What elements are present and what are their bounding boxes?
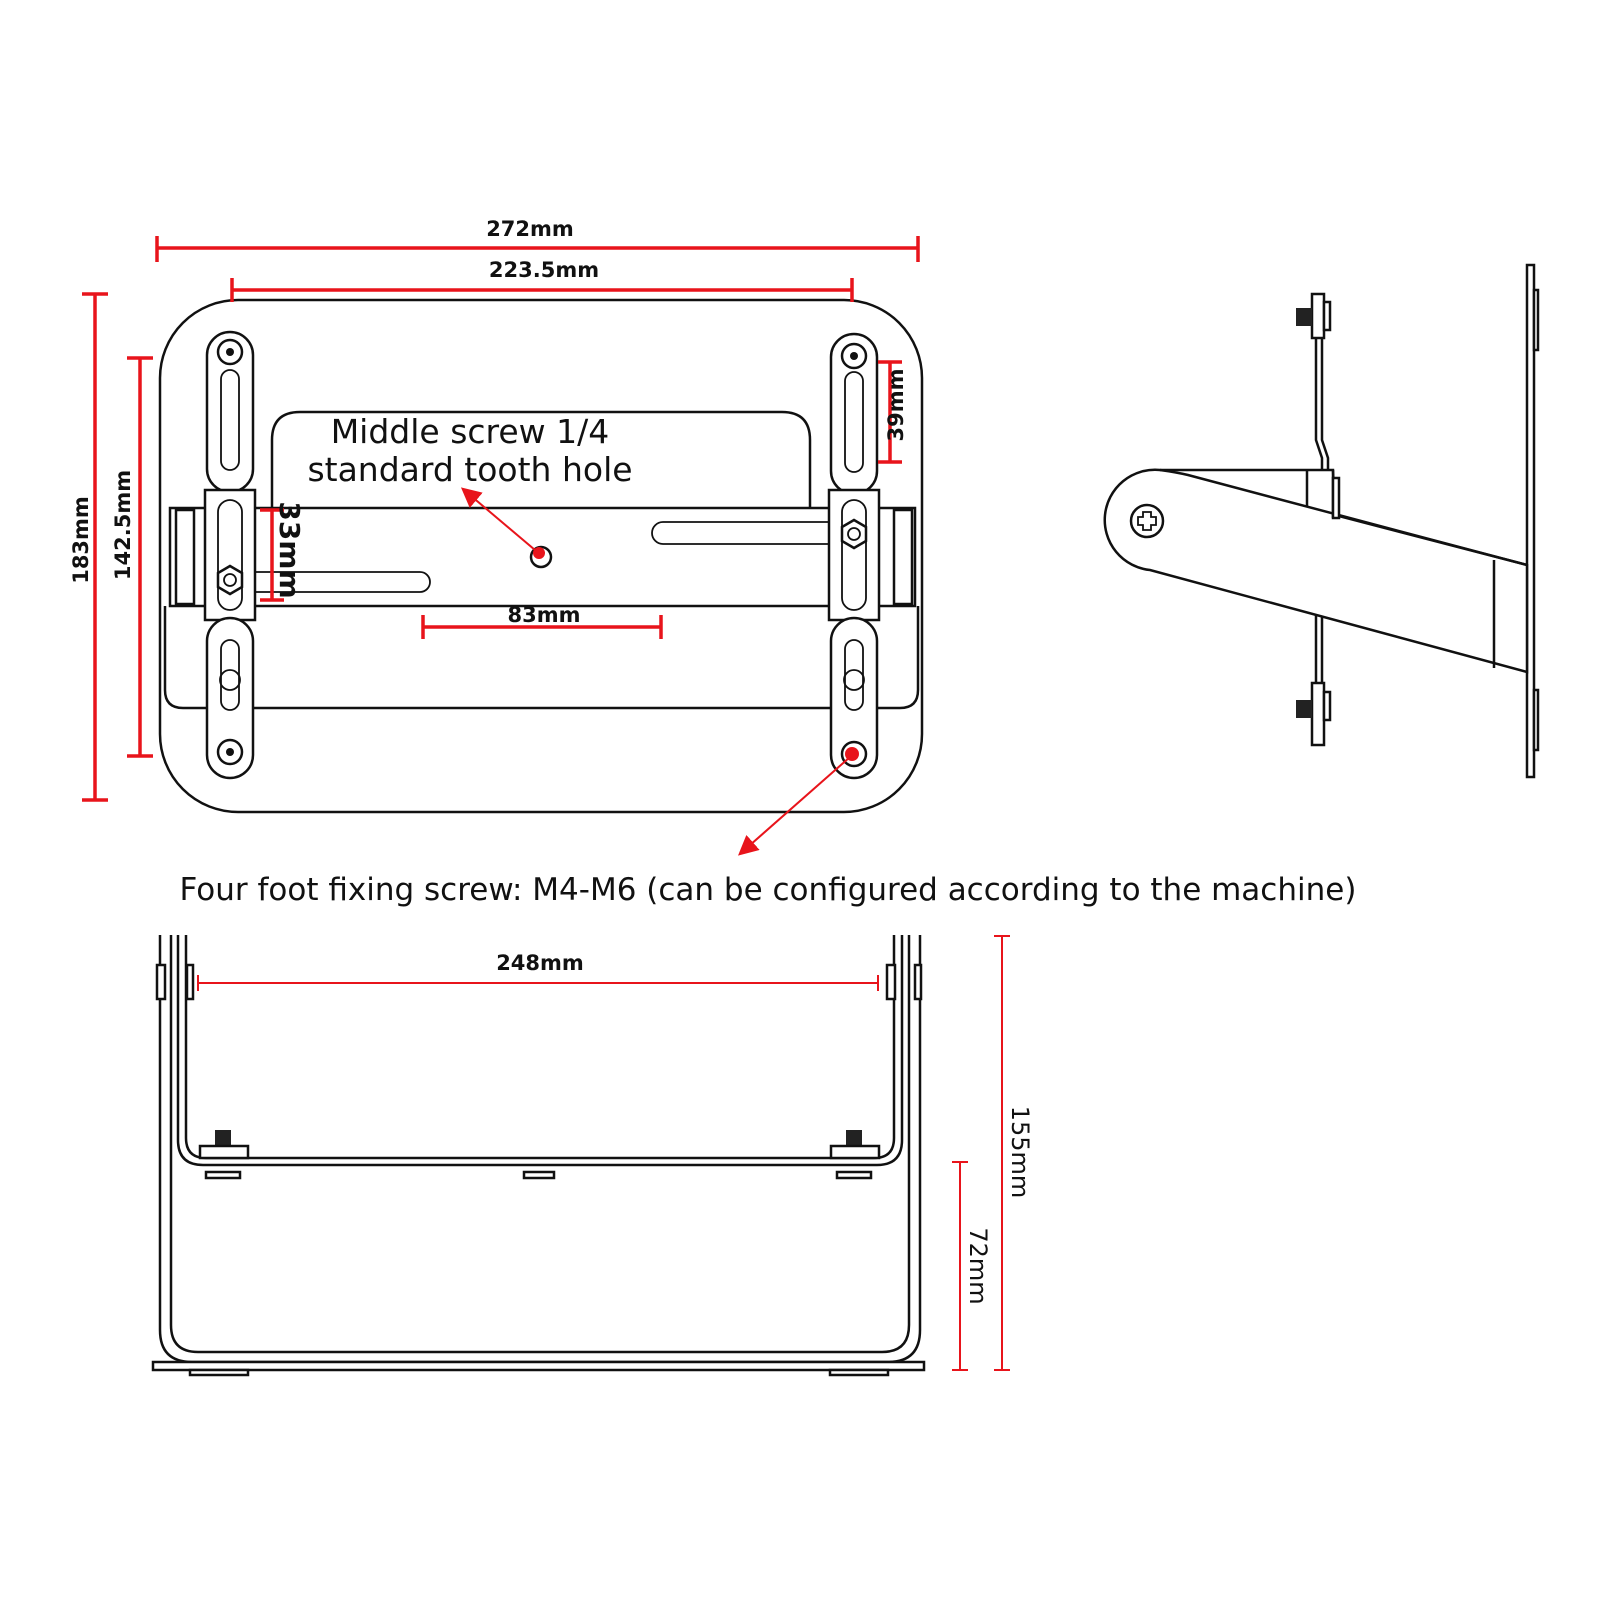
side-view (1103, 263, 1540, 779)
svg-text:272mm: 272mm (486, 217, 574, 241)
wall-plate (1525, 263, 1536, 779)
svg-text:223.5mm: 223.5mm (489, 258, 599, 282)
inner-cutout (270, 410, 812, 540)
svg-text:142.5mm: 142.5mm (111, 470, 135, 580)
svg-text:83mm: 83mm (508, 603, 581, 627)
base-plate (151, 1360, 926, 1372)
svg-text:72mm: 72mm (964, 1227, 992, 1304)
dim-183: 183mm (69, 292, 108, 802)
foot-screw-arrow (737, 756, 851, 856)
leg-left (203, 330, 257, 780)
dim-33: 33mm (260, 501, 306, 602)
screw-icon (219, 669, 241, 691)
dim-39: 39mm (878, 360, 908, 464)
dim-155: 155mm (994, 935, 1034, 1371)
middle-screw-label-2: standard tooth hole (307, 450, 632, 489)
hex-nut-icon (216, 564, 244, 596)
middle-screw-hole (529, 545, 553, 569)
side-clamp-left (174, 508, 196, 606)
phillips-screw-icon (1129, 503, 1165, 539)
dim-83: 83mm (421, 603, 663, 639)
screw-icon (843, 669, 865, 691)
foot-screw-left (198, 1130, 250, 1180)
inner-u-frame (176, 935, 904, 1167)
middle-hole-arrow (460, 487, 536, 551)
middle-screw-label-1: Middle screw 1/4 (331, 412, 610, 451)
middle-hole-marker (533, 547, 545, 559)
arm (1103, 468, 1529, 674)
svg-text:248mm: 248mm (496, 951, 584, 975)
svg-text:183mm: 183mm (69, 496, 93, 584)
dim-72: 72mm (952, 1161, 992, 1371)
svg-text:155mm: 155mm (1006, 1106, 1034, 1199)
svg-text:33mm: 33mm (273, 501, 306, 598)
leg-right (827, 332, 881, 780)
svg-text:39mm: 39mm (884, 369, 908, 442)
lower-frame (163, 606, 920, 710)
outer-u-frame (158, 935, 922, 1364)
side-clamp-right (892, 508, 914, 606)
mount-plate-outline (158, 298, 924, 814)
dim-142-5: 142.5mm (111, 356, 153, 758)
top-view: Middle screw 1/4 standard tooth hole 272… (69, 217, 924, 856)
foot-screw-right (829, 1130, 881, 1180)
hex-nut-icon (840, 518, 868, 550)
bolt-bottom (1296, 681, 1332, 747)
dim-223-5: 223.5mm (230, 258, 854, 302)
front-view: 248mm 155mm 72mm (151, 935, 1034, 1377)
foot-screw-caption: Four foot fixing screw: M4-M6 (can be co… (180, 872, 1357, 908)
bolt-top (1296, 292, 1332, 340)
dim-272: 272mm (155, 217, 920, 262)
dim-248: 248mm (197, 951, 879, 991)
